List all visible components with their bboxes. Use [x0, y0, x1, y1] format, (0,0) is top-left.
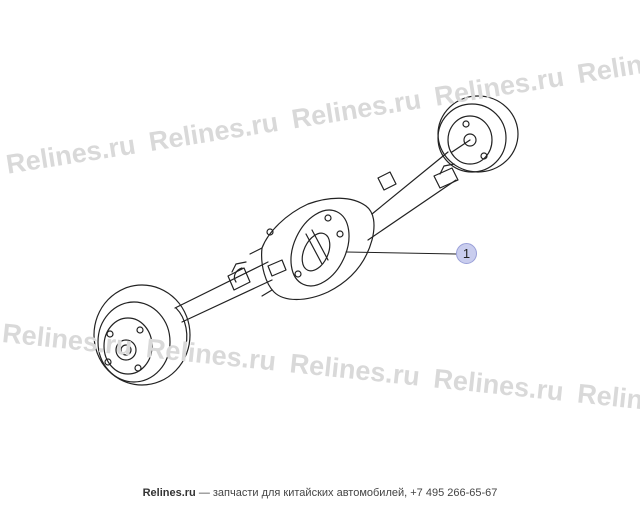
bracket-lower — [267, 259, 287, 277]
callout-leader — [345, 251, 457, 255]
brake-drum-left — [93, 284, 191, 386]
footer-text: — запчасти для китайских автомобилей, +7… — [195, 487, 498, 499]
callout-number-badge[interactable]: 1 — [456, 243, 477, 264]
vent-fitting — [266, 228, 274, 236]
spring-pad-left — [227, 261, 251, 291]
footer-brand[interactable]: Relines.ru — [142, 487, 196, 499]
differential-cover — [290, 209, 350, 287]
bracket-top — [377, 171, 397, 191]
brake-drum-right — [437, 95, 519, 173]
differential-housing — [249, 151, 457, 301]
footer: Relines.ru — запчасти для китайских авто… — [0, 487, 640, 499]
axle-tube-left — [174, 261, 273, 323]
